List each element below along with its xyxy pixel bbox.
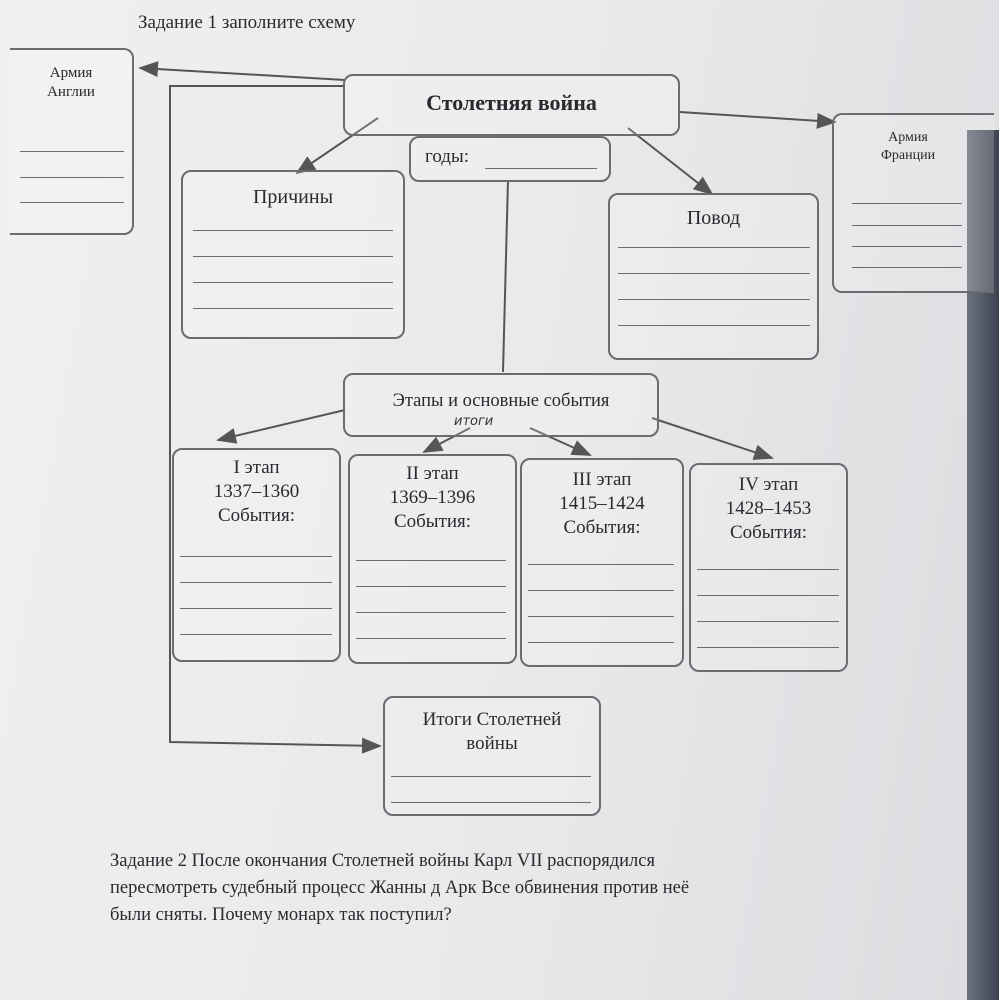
- results-box: Итоги Столетней войны: [383, 696, 601, 816]
- stages-box: Этапы и основные события: [343, 373, 659, 437]
- stage-1-box: I этап 1337–1360 События:: [172, 448, 341, 662]
- france-army-label-line1: Армия: [888, 130, 928, 145]
- task-2-line1: Задание 2 После окончания Столетней войн…: [110, 851, 656, 871]
- arrow-to-france: [679, 111, 837, 129]
- answer-line: [852, 225, 962, 226]
- answer-line: [618, 247, 810, 248]
- answer-line: [391, 776, 591, 777]
- stage-2-events: События:: [393, 510, 472, 532]
- answer-line: [852, 246, 962, 247]
- answer-line: [356, 586, 506, 587]
- answer-line: [193, 230, 393, 231]
- answer-line: [391, 802, 591, 803]
- years-label: годы:: [425, 146, 469, 167]
- stage-2-box: II этап 1369–1396 События:: [348, 454, 517, 664]
- war-title: Столетняя война: [426, 90, 597, 115]
- england-army-box: Армия Англии: [10, 48, 134, 235]
- results-label-line1: Итоги Столетней: [422, 709, 562, 730]
- stage-3-name: III этап: [572, 469, 632, 490]
- answer-line: [356, 612, 506, 613]
- answer-line: [528, 590, 674, 591]
- answer-line: [180, 556, 332, 557]
- handwritten-note: итоги: [454, 414, 494, 429]
- stage-3-box: III этап 1415–1424 События:: [520, 458, 684, 667]
- task-2-text: Задание 2 После окончания Столетней войн…: [110, 848, 870, 928]
- arrow-to-pretext: [627, 127, 714, 196]
- stage-4-events: События:: [729, 521, 808, 543]
- answer-line: [697, 595, 839, 596]
- causes-label: Причины: [252, 186, 334, 208]
- answer-line: [356, 638, 506, 639]
- stage-3-years: 1415–1424: [559, 492, 645, 514]
- arrow-stage-1: [216, 409, 346, 444]
- answer-line: [618, 273, 810, 274]
- answer-line: [697, 569, 839, 570]
- answer-line: [528, 564, 674, 565]
- arrow-to-results: [169, 85, 382, 754]
- answer-line: [180, 608, 332, 609]
- answer-line: [618, 325, 810, 326]
- arrow-to-england: [138, 61, 346, 81]
- stage-4-years: 1428–1453: [725, 497, 812, 519]
- years-box: годы:: [409, 136, 611, 182]
- stages-label: Этапы и основные события: [392, 391, 610, 411]
- answer-line: [20, 202, 124, 203]
- task-2-line3: были сняты. Почему монарх так поступил?: [110, 904, 452, 925]
- france-army-label-line2: Франции: [880, 147, 936, 163]
- stage-2-years: 1369–1396: [389, 486, 476, 508]
- england-army-label-line2: Англии: [47, 83, 95, 100]
- causes-box: Причины: [181, 170, 405, 339]
- stage-4-name: IV этап: [738, 474, 799, 495]
- line-to-stages: [502, 179, 509, 373]
- stage-1-events: События:: [217, 504, 296, 526]
- background-edge: [967, 130, 999, 1000]
- task-1-heading: Задание 1 заполните схему: [138, 12, 356, 33]
- answer-line: [697, 647, 839, 648]
- arrow-stage-2: [422, 427, 471, 453]
- answer-line: [20, 151, 124, 152]
- answer-line: [697, 621, 839, 622]
- answer-line: [180, 634, 332, 635]
- pretext-box: Повод: [608, 193, 819, 360]
- stage-3-events: События:: [563, 516, 641, 538]
- answer-line: [20, 177, 124, 178]
- pretext-label: Повод: [686, 207, 741, 229]
- stage-2-name: II этап: [406, 463, 459, 484]
- answer-line: [618, 299, 810, 300]
- answer-line: [356, 560, 506, 561]
- answer-line: [193, 282, 393, 283]
- answer-line: [193, 256, 393, 257]
- answer-line: [193, 308, 393, 309]
- arrow-stage-3: [529, 427, 592, 456]
- stage-1-years: 1337–1360: [213, 480, 300, 502]
- answer-line: [852, 267, 962, 268]
- results-label-line2: войны: [466, 732, 518, 754]
- answer-line: [528, 642, 674, 643]
- answer-line: [180, 582, 332, 583]
- answer-line: [852, 203, 962, 204]
- france-army-box: Армия Франции: [832, 113, 994, 293]
- stage-1-name: I этап: [233, 457, 280, 478]
- war-title-box: Столетняя война: [343, 74, 680, 136]
- task-2-line2: пересмотреть судебный процесс Жанны д Ар…: [110, 877, 690, 898]
- england-army-label-line1: Армия: [49, 65, 93, 81]
- arrow-stage-4: [651, 417, 774, 460]
- answer-line: [528, 616, 674, 617]
- stage-4-box: IV этап 1428–1453 События:: [689, 463, 848, 672]
- arrow-to-causes: [295, 117, 379, 175]
- answer-line: [485, 168, 597, 169]
